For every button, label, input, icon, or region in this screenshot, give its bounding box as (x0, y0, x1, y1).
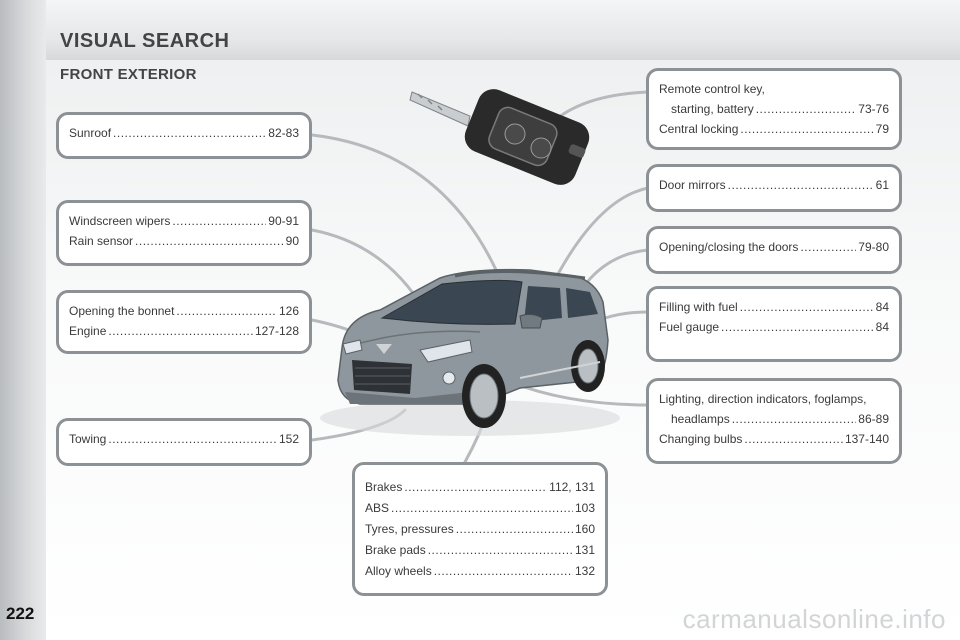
index-entry: Towing 152 (69, 429, 299, 449)
index-entry: Alloy wheels 132 (365, 561, 595, 582)
entry-pages: 152 (278, 432, 299, 446)
index-entry: Changing bulbs 137-140 (659, 429, 889, 449)
index-entry: Brake pads 131 (365, 540, 595, 561)
entry-pages: 90 (285, 234, 299, 248)
index-entry: headlamps 86-89 (659, 409, 889, 429)
page-number: 222 (6, 604, 35, 623)
entry-label: Lighting, direction indicators, foglamps… (659, 392, 867, 406)
entry-pages: 131 (574, 543, 595, 557)
entry-label: ABS (365, 501, 390, 515)
index-entry: Brakes 112, 131 (365, 477, 595, 498)
entry-pages: 90-91 (268, 214, 299, 228)
box-remote-key: Remote control key, starting, battery 73-… (646, 68, 902, 150)
entry-label: Changing bulbs (659, 432, 743, 446)
box-lighting: Lighting, direction indicators, foglamps… (646, 378, 902, 464)
index-entry: Fuel gauge 84 (659, 317, 889, 337)
entry-pages: 73-76 (858, 102, 889, 116)
index-entry: Filling with fuel 84 (659, 297, 889, 317)
entry-pages: 84 (875, 320, 889, 334)
index-entry: Rain sensor 90 (69, 231, 299, 251)
connector-sunroof (310, 133, 499, 274)
entry-pages: 79 (875, 122, 889, 136)
box-mirrors: Door mirrors 61 (646, 164, 902, 212)
entry-label: Opening/closing the doors (659, 240, 799, 254)
entry-pages: 82-83 (268, 126, 299, 140)
entry-label: Central locking (659, 122, 739, 136)
header-band (46, 0, 960, 60)
entry-pages: 112, 131 (549, 480, 595, 494)
index-entry: Engine 127-128 (69, 321, 299, 341)
box-wipers: Windscreen wipers 90-91 Rain sensor 90 (56, 200, 312, 266)
entry-label: Remote control key, (659, 82, 765, 96)
entry-label: Windscreen wipers (69, 214, 171, 228)
entry-pages: 61 (875, 178, 889, 192)
box-brakes: Brakes 112, 131 ABS 103 Tyres, pressures 16… (352, 462, 608, 596)
index-entry: starting, battery 73-76 (659, 99, 889, 119)
entry-pages: 103 (574, 501, 595, 515)
box-towing: Towing 152 (56, 418, 312, 466)
index-entry: Opening/closing the doors 79-80 (659, 237, 889, 257)
watermark: carmanualsonline.info (682, 604, 946, 634)
entry-label: Sunroof (69, 126, 112, 140)
box-doors: Opening/closing the doors 79-80 (646, 226, 902, 274)
box-fuel: Filling with fuel 84 Fuel gauge 84 (646, 286, 902, 362)
entry-label: Rain sensor (69, 234, 134, 248)
index-entry-heading: Lighting, direction indicators, foglamps… (659, 389, 889, 409)
box-sunroof: Sunroof 82-83 (56, 112, 312, 159)
page-title: VISUAL SEARCH (60, 30, 230, 52)
entry-pages: 126 (278, 304, 299, 318)
entry-pages: 132 (574, 564, 595, 578)
entry-label: Towing (69, 432, 107, 446)
entry-label: headlamps (671, 412, 730, 426)
index-entry-heading: Remote control key, (659, 79, 889, 99)
index-entry: Sunroof 82-83 (69, 123, 299, 143)
index-entry: Tyres, pressures 160 (365, 519, 595, 540)
entry-label: Alloy wheels (365, 564, 432, 578)
box-bonnet: Opening the bonnet 126 Engine 127-128 (56, 290, 312, 354)
entry-label: Fuel gauge (659, 320, 720, 334)
entry-label: Opening the bonnet (69, 304, 175, 318)
index-entry: Door mirrors 61 (659, 175, 889, 195)
connector-fuel (603, 310, 650, 320)
entry-pages: 160 (574, 522, 595, 536)
entry-pages: 127-128 (254, 324, 299, 338)
entry-pages: 79-80 (858, 240, 889, 254)
index-entry: ABS 103 (365, 498, 595, 519)
entry-label: Door mirrors (659, 178, 726, 192)
entry-label: Brakes (365, 480, 403, 494)
entry-label: Filling with fuel (659, 300, 738, 314)
index-entry: Windscreen wipers 90-91 (69, 211, 299, 231)
entry-label: Brake pads (365, 543, 426, 557)
car-illustration (320, 268, 620, 436)
index-entry: Central locking 79 (659, 119, 889, 139)
entry-label: Tyres, pressures (365, 522, 454, 536)
index-entry: Opening the bonnet 126 (69, 301, 299, 321)
section-title: FRONT EXTERIOR (60, 66, 197, 83)
entry-label: starting, battery (671, 102, 754, 116)
entry-label: Engine (69, 324, 107, 338)
page-sidebar (0, 0, 46, 640)
entry-pages: 84 (875, 300, 889, 314)
entry-pages: 86-89 (858, 412, 889, 426)
entry-pages: 137-140 (844, 432, 889, 446)
remote-key-icon (409, 89, 590, 185)
